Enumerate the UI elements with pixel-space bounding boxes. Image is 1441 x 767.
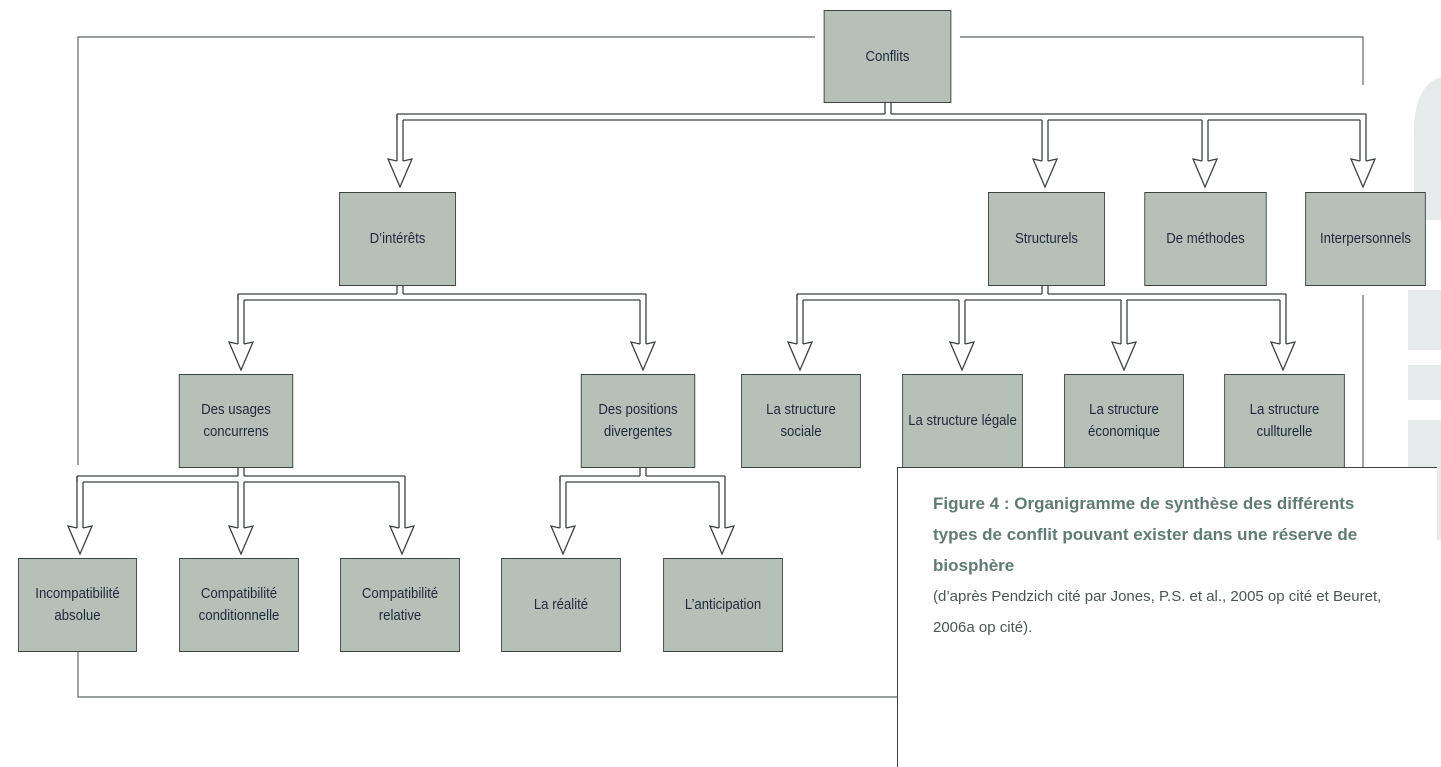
- pipe-usages-arrowhead: [388, 525, 416, 556]
- node-structure-sociale: La structure sociale: [741, 374, 861, 468]
- pipe-positions-arrowhead: [708, 525, 736, 556]
- pipe-root-arrowhead: [1031, 158, 1059, 189]
- pipe-usages-arrowhead: [227, 525, 255, 556]
- node-structurels: Structurels: [987, 192, 1106, 286]
- pipe-positions-arrowhead: [549, 525, 577, 556]
- frame-line-bottom: [77, 640, 897, 698]
- node-usages: Des usages concurrens: [178, 374, 294, 468]
- pipe-structurels-arrowhead: [948, 341, 976, 372]
- node-interets: D’intérêts: [338, 192, 457, 286]
- node-interpersonnels: Interpersonnels: [1305, 192, 1426, 286]
- pipe-root-arrowhead: [1349, 158, 1377, 189]
- pipe-root-arrowhead: [1191, 158, 1219, 189]
- node-incompatibilite-absolue: Incompatibilité absolue: [18, 558, 137, 652]
- node-conflits: Conflits: [823, 10, 952, 103]
- node-positions: Des positions divergentes: [580, 374, 696, 468]
- figure-caption: Figure 4 : Organigramme de synthèse des …: [897, 467, 1437, 767]
- pipe-root-arrowhead: [386, 158, 414, 189]
- node-structure-economique: La structure économique: [1064, 374, 1184, 468]
- node-anticipation: L’anticipation: [663, 558, 783, 652]
- caption-source: (d’après Pendzich cité par Jones, P.S. e…: [933, 588, 1382, 636]
- frame-line-left: [77, 36, 815, 465]
- node-compatibilite-relative: Compatibilité relative: [340, 558, 460, 652]
- pipe-structurels-arrowhead: [1269, 341, 1297, 372]
- pipe-interets-arrowhead: [629, 341, 657, 372]
- pipe-interets-arrowhead: [227, 341, 255, 372]
- pipe-structurels-arrowhead: [1110, 341, 1138, 372]
- pipe-usages-arrowhead: [66, 525, 94, 556]
- pipe-structurels-arrowhead: [786, 341, 814, 372]
- frame-line-right: [960, 36, 1364, 85]
- node-realite: La réalité: [501, 558, 621, 652]
- node-structure-culturelle: La structure cullturelle: [1224, 374, 1345, 468]
- node-methodes: De méthodes: [1144, 192, 1267, 286]
- caption-title: Figure 4 : Organigramme de synthèse des …: [933, 494, 1358, 575]
- node-structure-legale: La structure légale: [902, 374, 1023, 468]
- node-compatibilite-conditionnelle: Compatibilité conditionnelle: [179, 558, 299, 652]
